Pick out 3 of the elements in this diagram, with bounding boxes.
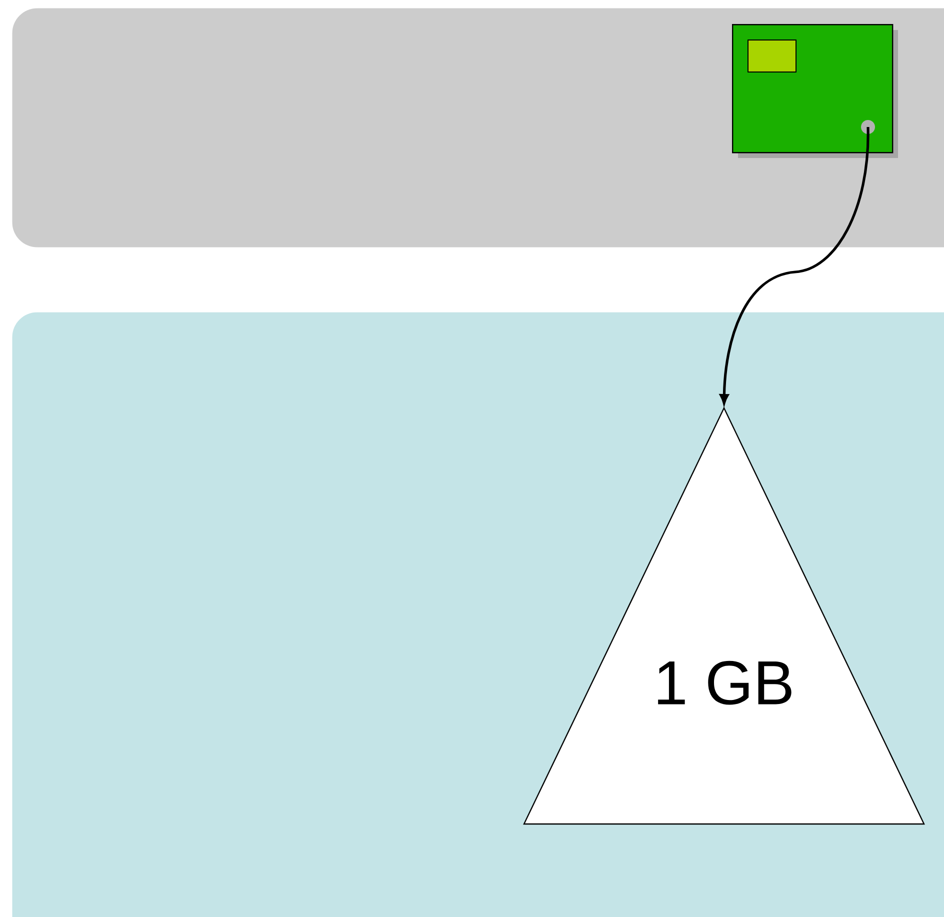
circuit-card <box>732 24 898 158</box>
panel-band <box>12 8 944 248</box>
arrow <box>720 126 870 404</box>
